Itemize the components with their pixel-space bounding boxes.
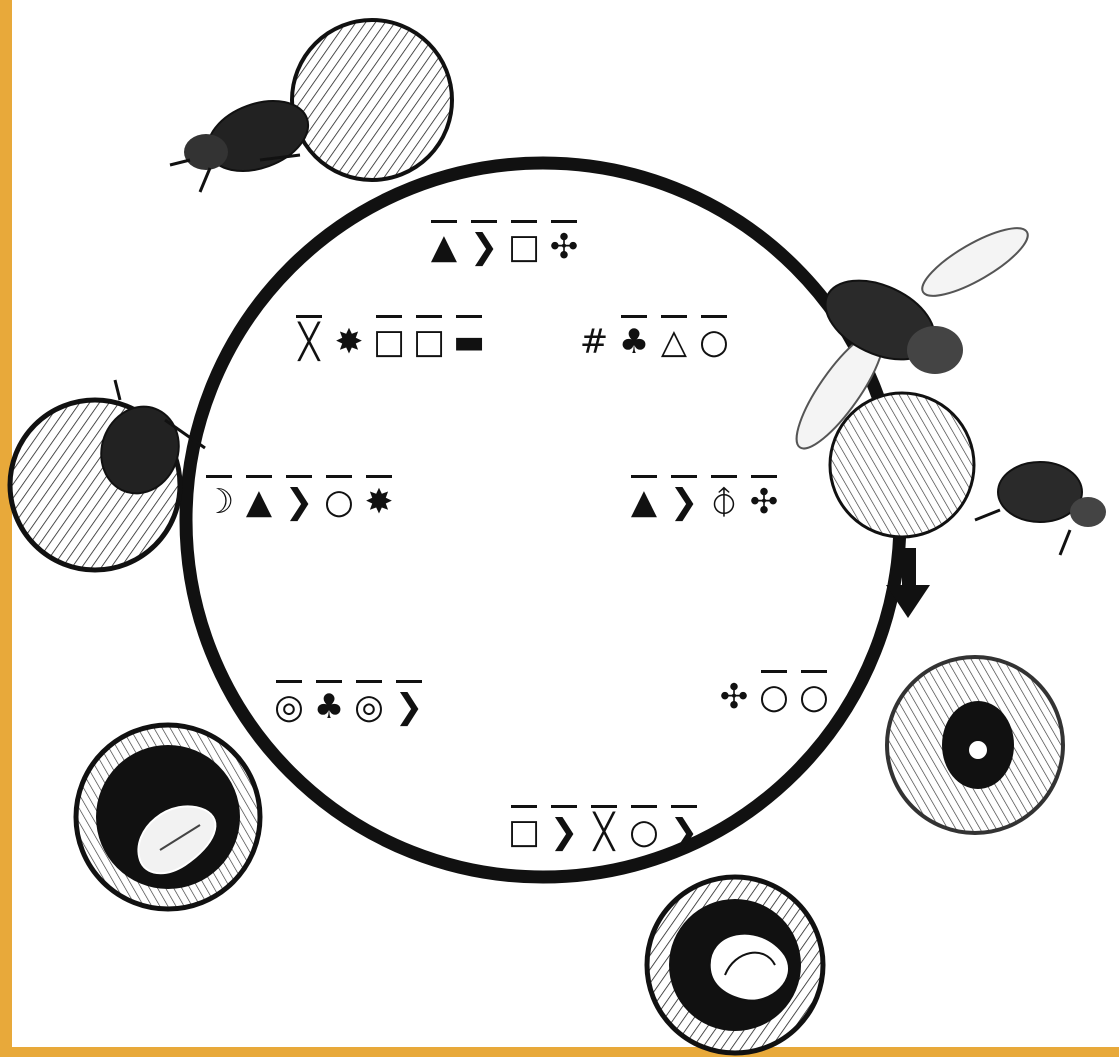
glyph: ✸ bbox=[330, 325, 368, 359]
glyph: ❯ bbox=[545, 815, 583, 849]
glyph: ○ bbox=[695, 325, 733, 359]
beetle-burrowing-ball-icon bbox=[10, 380, 205, 570]
glyph: ⦽ bbox=[705, 485, 743, 519]
glyph: □ bbox=[505, 815, 543, 849]
glyph: ❯ bbox=[390, 690, 428, 724]
glyph: □ bbox=[410, 325, 448, 359]
glyph: ○ bbox=[795, 680, 833, 714]
glyph-group-bottom: □❯╳○❯ bbox=[505, 815, 703, 849]
glyph: ❯ bbox=[280, 485, 318, 519]
ball-with-pupa-icon bbox=[76, 725, 260, 909]
ball-with-grub-icon bbox=[647, 877, 823, 1053]
glyph: ♣ bbox=[615, 325, 653, 359]
glyph: ✣ bbox=[545, 230, 583, 264]
glyph: ♣ bbox=[310, 690, 348, 724]
glyph: ▬ bbox=[450, 325, 488, 359]
glyph: ○ bbox=[625, 815, 663, 849]
glyph: ❯ bbox=[465, 230, 503, 264]
glyph: △ bbox=[655, 325, 693, 359]
glyph: ✣ bbox=[745, 485, 783, 519]
glyph: ◎ bbox=[270, 690, 308, 724]
beetle-pushing-ball-icon bbox=[830, 393, 1106, 555]
glyph: # bbox=[575, 325, 613, 359]
glyph: ☽ bbox=[200, 485, 238, 519]
glyph: ▲ bbox=[425, 230, 463, 264]
glyph: ▲ bbox=[240, 485, 278, 519]
glyph: ○ bbox=[320, 485, 358, 519]
glyph: □ bbox=[505, 230, 543, 264]
glyph: □ bbox=[370, 325, 408, 359]
glyph: ❯ bbox=[665, 815, 703, 849]
ball-with-egg-icon bbox=[887, 657, 1063, 833]
glyph: ▲ bbox=[625, 485, 663, 519]
glyph: ╳ bbox=[585, 815, 623, 849]
glyph: ◎ bbox=[350, 690, 388, 724]
glyph: ✸ bbox=[360, 485, 398, 519]
glyph-group-right: ▲❯⦽✣ bbox=[625, 485, 783, 519]
glyph-group-left: ☽▲❯○✸ bbox=[200, 485, 398, 519]
glyph-group-upper-left: ╳✸□□▬ bbox=[290, 325, 488, 359]
glyph: ○ bbox=[755, 680, 793, 714]
glyph-group-top: ▲❯□✣ bbox=[425, 230, 583, 264]
glyph-group-upper-right: #♣△○ bbox=[575, 325, 733, 359]
glyph: ✣ bbox=[715, 680, 753, 714]
beetle-rolling-ball-icon bbox=[170, 20, 452, 192]
glyph-group-lower-left: ◎♣◎❯ bbox=[270, 690, 428, 724]
glyph-group-lower-right: ✣○○ bbox=[715, 680, 833, 714]
glyph: ❯ bbox=[665, 485, 703, 519]
glyph: ╳ bbox=[290, 325, 328, 359]
